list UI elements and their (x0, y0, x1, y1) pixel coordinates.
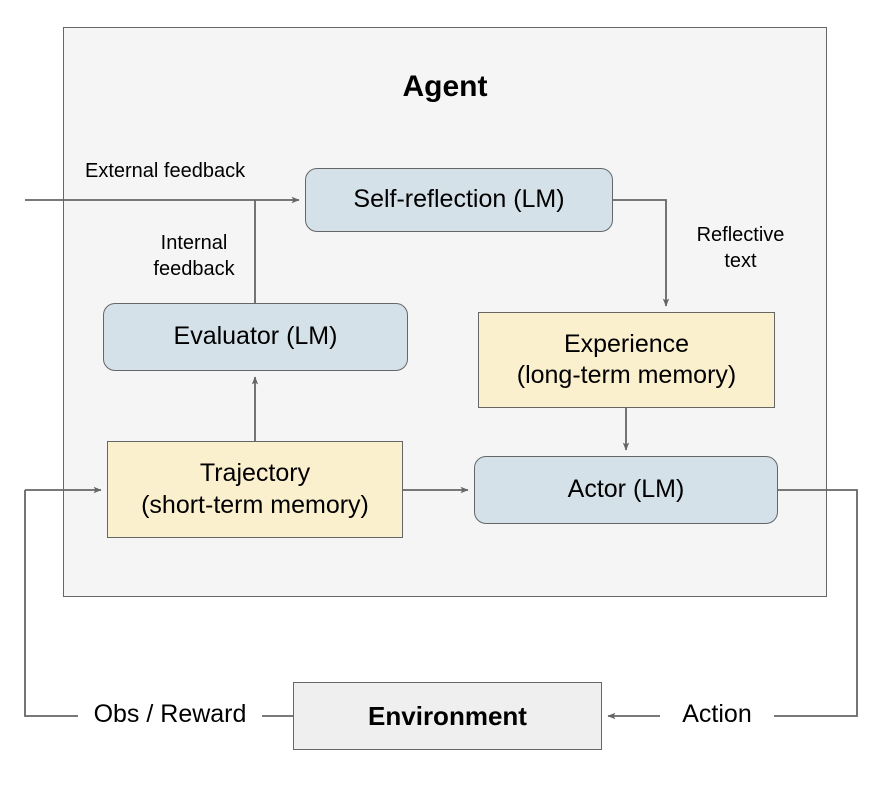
node-experience[interactable]: Experience (long-term memory) (478, 312, 775, 408)
node-trajectory[interactable]: Trajectory (short-term memory) (107, 441, 403, 538)
node-evaluator[interactable]: Evaluator (LM) (103, 303, 408, 371)
label-internal-feedback: Internal feedback (153, 232, 235, 281)
node-trajectory-label-line1: Trajectory (199, 459, 311, 487)
node-experience-label-line1: Experience (563, 329, 690, 358)
agent-title: Agent (402, 70, 488, 103)
node-self-reflection[interactable]: Self-reflection (LM) (305, 168, 613, 232)
label-reflective-text: Reflective text (696, 224, 785, 273)
node-experience-label-line2: (long-term memory) (516, 361, 737, 389)
node-environment-label: Environment (368, 700, 527, 731)
label-obs-reward: Obs / Reward (93, 700, 247, 728)
node-self-reflection-label: Self-reflection (LM) (353, 185, 565, 214)
node-environment[interactable]: Environment (293, 682, 602, 750)
node-evaluator-label: Evaluator (LM) (173, 322, 338, 351)
node-trajectory-label-line2: (short-term memory) (141, 490, 369, 519)
node-actor[interactable]: Actor (LM) (474, 456, 778, 524)
label-external-feedback: External feedback (85, 160, 246, 182)
label-action: Action (682, 700, 752, 728)
node-actor-label: Actor (LM) (567, 475, 685, 504)
